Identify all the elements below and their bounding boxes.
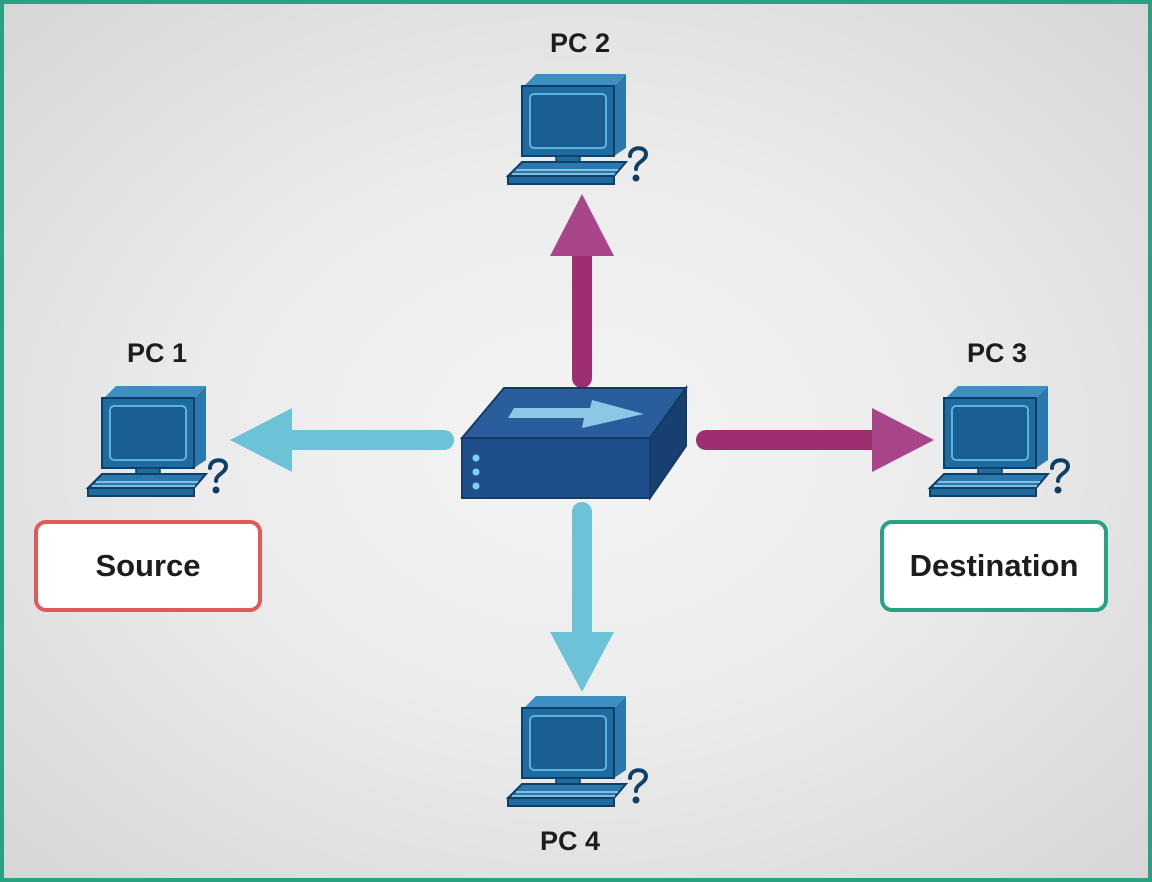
source-label: Source <box>95 548 201 583</box>
arrow-to-pc2 <box>550 194 614 388</box>
arrow-to-pc3 <box>696 408 934 472</box>
pc2-desktop-computer-icon <box>506 72 648 186</box>
destination-label-box: Destination <box>880 520 1108 612</box>
pc4-desktop-computer-icon <box>506 694 648 808</box>
network-switch-icon <box>459 384 688 502</box>
destination-label: Destination <box>909 548 1079 583</box>
source-label-box: Source <box>34 520 262 612</box>
pc3-desktop-computer-icon <box>928 384 1070 498</box>
arrow-to-pc1 <box>230 408 454 472</box>
pc2-label: PC 2 <box>549 28 611 58</box>
pc4-label: PC 4 <box>539 826 601 856</box>
pc1-desktop-computer-icon <box>86 384 228 498</box>
pc3-label: PC 3 <box>966 338 1028 368</box>
arrow-to-pc4 <box>550 502 614 692</box>
pc1-label: PC 1 <box>126 338 188 368</box>
diagram-canvas <box>86 72 1070 808</box>
